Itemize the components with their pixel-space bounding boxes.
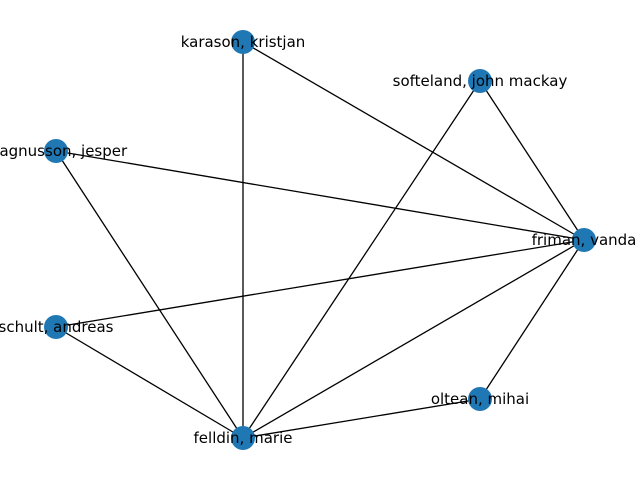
node-layer bbox=[44, 30, 596, 450]
edge-layer bbox=[55, 41, 585, 439]
edge-schult-felldin bbox=[55, 326, 244, 439]
node-label-schult: schult, andreas bbox=[0, 318, 114, 336]
node-softeland bbox=[468, 69, 492, 93]
edge-softeland-friman bbox=[479, 80, 585, 241]
edge-oltean-felldin bbox=[242, 398, 481, 439]
label-layer: karason, kristjan softeland, john mackay m… bbox=[0, 33, 636, 447]
edge-friman-felldin bbox=[242, 239, 585, 439]
node-magnusson bbox=[44, 139, 68, 163]
edge-softeland-felldin bbox=[242, 80, 481, 439]
node-oltean bbox=[468, 387, 492, 411]
node-felldin bbox=[231, 426, 255, 450]
edge-magnusson-friman bbox=[55, 150, 585, 241]
node-label-magnusson: magnusson, jesper bbox=[0, 142, 128, 160]
node-label-felldin: felldin, marie bbox=[194, 429, 293, 447]
node-karason bbox=[231, 30, 255, 54]
node-friman bbox=[572, 228, 596, 252]
edge-friman-oltean bbox=[479, 239, 585, 400]
edge-schult-friman bbox=[55, 239, 585, 328]
node-label-oltean: oltean, mihai bbox=[431, 390, 529, 408]
edge-karason-friman bbox=[242, 41, 585, 241]
node-schult bbox=[44, 315, 68, 339]
node-label-friman: friman, vanda bbox=[532, 231, 637, 249]
node-label-softeland: softeland, john mackay bbox=[393, 72, 568, 90]
edge-magnusson-felldin bbox=[55, 150, 244, 439]
node-label-karason: karason, kristjan bbox=[181, 33, 306, 51]
